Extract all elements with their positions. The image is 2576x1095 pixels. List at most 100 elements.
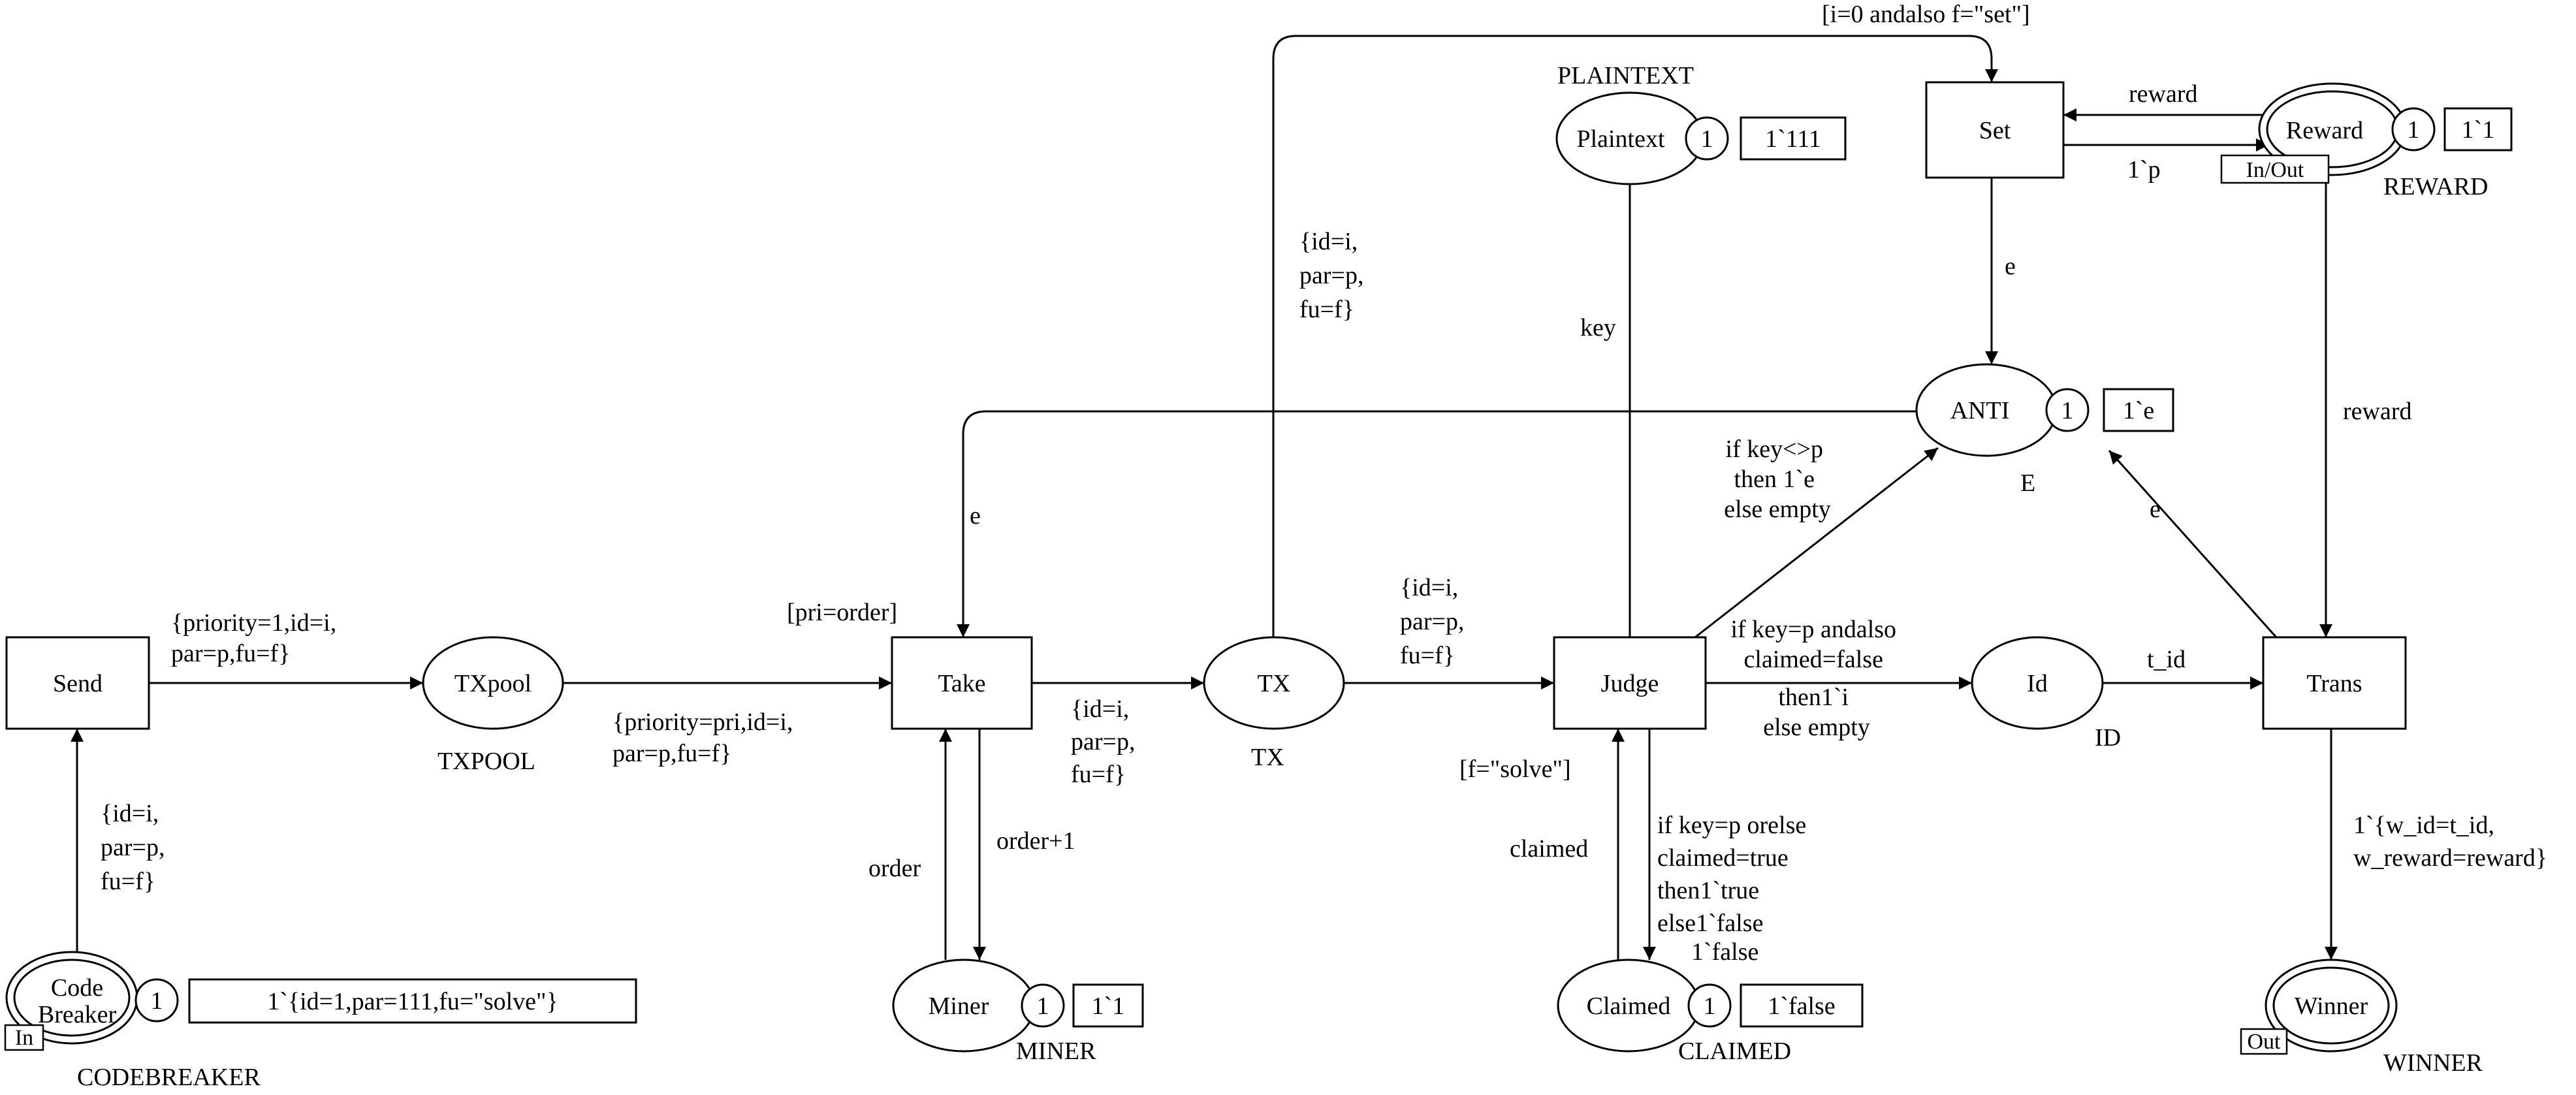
- token-count-anti: 1: [2061, 397, 2074, 424]
- place-plaintext-name: Plaintext: [1576, 125, 1665, 153]
- marking-claimed: 1`false: [1768, 992, 1835, 1020]
- place-anti[interactable]: ANTI 1 1`e E: [1915, 363, 2174, 497]
- place-anti-name: ANTI: [1950, 397, 2010, 424]
- inscription-line: 1`false: [1691, 938, 1758, 966]
- inscription-line: else empty: [1763, 714, 1870, 741]
- marking-box-claimed: [1740, 983, 1864, 1028]
- inscription-line: par=p,: [1400, 608, 1464, 635]
- marking-box-anti: [2103, 388, 2174, 432]
- inscription-set-anti: e: [2005, 253, 2016, 280]
- inscription-judge-plaintext: key: [1580, 314, 1616, 341]
- inscription-miner-take: order: [868, 855, 921, 882]
- place-reward[interactable]: Reward In/Out 1 1`1 REWARD: [2220, 82, 2513, 200]
- inscription-line: w_reward=reward}: [2353, 844, 2547, 872]
- inscription-codebreaker-send: {id=i, par=p, fu=f}: [101, 800, 171, 895]
- marking-plaintext: 1`111: [1765, 125, 1821, 153]
- inscription-line: {priority=1,id=i,: [171, 609, 336, 637]
- token-count-plaintext: 1: [1701, 125, 1713, 153]
- inscription-judge-claimed: if key=p orelse claimed=true then1`true …: [1657, 812, 1813, 966]
- place-miner[interactable]: Miner 1 1`1 MINER: [892, 959, 1144, 1065]
- inscription-line: par=p,: [1071, 728, 1135, 755]
- inscription-line: if key=p orelse: [1657, 812, 1806, 839]
- token-count-reward: 1: [2408, 116, 2420, 144]
- marking-box-plaintext: [1740, 116, 1847, 161]
- inscription-trans-anti: e: [2150, 496, 2161, 523]
- inscription-send-txpool: {priority=1,id=i, par=p,fu=f}: [171, 609, 343, 667]
- token-count-circle: [1685, 116, 1729, 161]
- inscription-tx-set: {id=i, par=p, fu=f}: [1299, 228, 1370, 323]
- inscription-line: par=p,: [101, 834, 165, 861]
- token-count-codebreaker: 1: [151, 987, 163, 1015]
- place-winner-name: Winner: [2295, 992, 2368, 1020]
- inscription-line: par=p,fu=f}: [171, 640, 290, 667]
- transition-take[interactable]: Take: [891, 636, 1033, 730]
- place-codebreaker[interactable]: Code Breaker In 1 1`{id=1,par=111,fu="so…: [4, 951, 637, 1091]
- transition-judge-label: Judge: [1601, 670, 1659, 697]
- colorset-anti: E: [2020, 469, 2035, 497]
- marking-anti: 1`e: [2123, 397, 2155, 424]
- place-miner-name: Miner: [929, 992, 989, 1020]
- transition-judge[interactable]: Judge: [1553, 636, 1707, 730]
- arc-anti-take: [957, 410, 1920, 637]
- guards: [pri=order] [i=0 andalso f="set"] [f="so…: [787, 1, 2030, 783]
- inscription-trans-winner: 1`{w_id=t_id, w_reward=reward}: [2353, 812, 2547, 872]
- colorset-tx: TX: [1251, 744, 1284, 771]
- marking-codebreaker: 1`{id=1,par=111,fu="solve"}: [267, 988, 558, 1015]
- inscription-judge-anti: if key<>p then 1`e else empty: [1724, 436, 1831, 523]
- token-count-miner: 1: [1037, 992, 1049, 1020]
- inscription-line: par=p,: [1299, 262, 1363, 289]
- token-count-circle: [2391, 107, 2436, 151]
- transition-take-label: Take: [938, 670, 985, 697]
- inscription-line: if key=p andalso: [1730, 616, 1896, 643]
- port-out-box: [2240, 1028, 2288, 1055]
- token-count-circle: [135, 978, 179, 1023]
- transition-trans[interactable]: Trans: [2262, 636, 2407, 730]
- place-plaintext[interactable]: Plaintext 1 1`111 PLAINTEXT: [1555, 62, 1847, 185]
- inscription-line: {id=i,: [101, 800, 159, 827]
- inscription-line: then1`true: [1657, 877, 1759, 904]
- guard-set: [i=0 andalso f="set"]: [1822, 1, 2030, 28]
- inscription-line: fu=f}: [1071, 761, 1126, 788]
- transition-set[interactable]: Set: [1925, 81, 2065, 179]
- transition-send[interactable]: Send: [5, 636, 150, 730]
- inscription-line: fu=f}: [1400, 642, 1455, 669]
- inscription-line: par=p,fu=f}: [612, 740, 731, 767]
- place-claimed[interactable]: Claimed 1 1`false CLAIMED: [1557, 959, 1864, 1065]
- place-tx[interactable]: TX TX: [1203, 636, 1345, 771]
- arc-trans-anti: [2108, 449, 2278, 639]
- inscription-line: claimed=true: [1657, 844, 1789, 872]
- arcs: [71, 35, 2338, 960]
- colorset-reward: REWARD: [2383, 173, 2488, 200]
- place-id[interactable]: Id ID: [1971, 636, 2121, 752]
- inscription-line: fu=f}: [101, 868, 155, 895]
- colorset-txpool: TXPOOL: [437, 748, 535, 775]
- colorset-miner: MINER: [1016, 1038, 1096, 1065]
- marking-box-codebreaker: [188, 978, 637, 1024]
- place-claimed-name: Claimed: [1587, 992, 1671, 1020]
- inscription-reward-trans: reward: [2343, 398, 2411, 425]
- marking-box-reward: [2443, 107, 2513, 151]
- place-id-name: Id: [2027, 670, 2048, 697]
- place-winner[interactable]: Winner Out WINNER: [2240, 959, 2483, 1077]
- inscription-take-tx: {id=i, par=p, fu=f}: [1071, 695, 1141, 788]
- colorset-winner: WINNER: [2383, 1049, 2483, 1077]
- colorset-codebreaker: CODEBREAKER: [77, 1064, 261, 1091]
- inscription-line: {id=i,: [1299, 228, 1358, 255]
- inscription-take-miner: order+1: [996, 827, 1075, 855]
- inscription-line: {id=i,: [1400, 574, 1458, 601]
- inscription-line: then 1`e: [1734, 466, 1815, 493]
- inscription-tx-judge: {id=i, par=p, fu=f}: [1400, 574, 1471, 669]
- guard-take: [pri=order]: [787, 599, 897, 626]
- token-count-circle: [1021, 983, 1065, 1028]
- port-in-label: In: [15, 1026, 33, 1050]
- port-out-label: Out: [2248, 1030, 2282, 1054]
- colorset-claimed: CLAIMED: [1678, 1038, 1791, 1065]
- token-count-claimed: 1: [1704, 992, 1716, 1020]
- inscription-reward-set: 1`p: [2127, 156, 2161, 183]
- place-txpool[interactable]: TXpool TXPOOL: [422, 636, 564, 775]
- transition-set-label: Set: [1979, 117, 2011, 144]
- inscription-id-trans: t_id: [2147, 646, 2186, 673]
- inscription-line: {id=i,: [1071, 695, 1129, 723]
- transition-trans-label: Trans: [2306, 670, 2362, 697]
